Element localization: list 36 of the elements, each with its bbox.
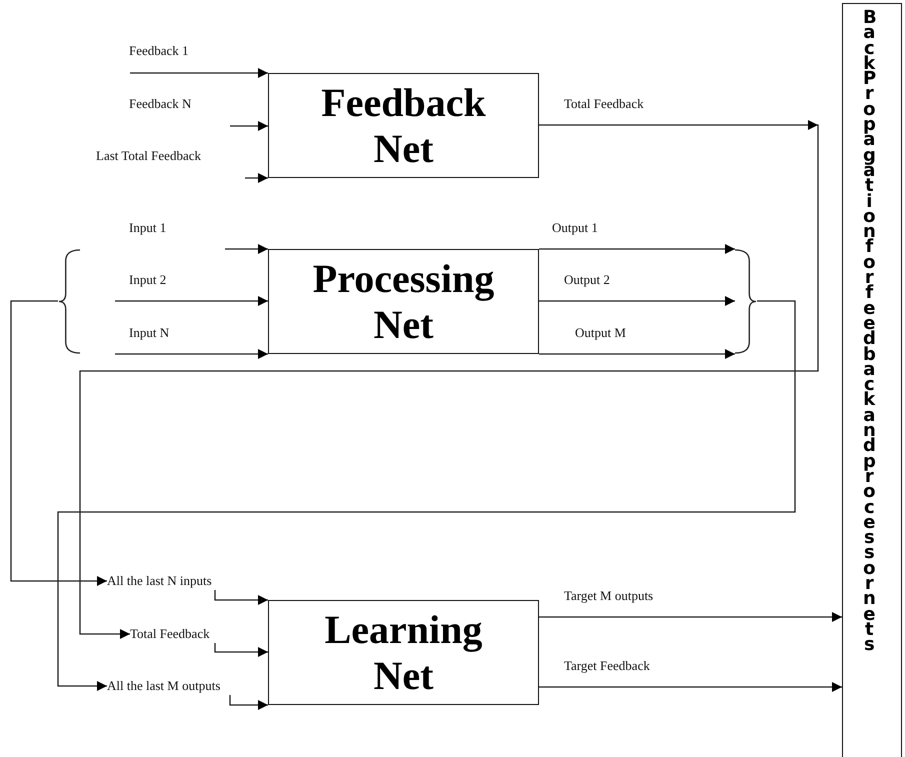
edge-label: Target Feedback: [562, 658, 652, 674]
edge-label: Output 1: [550, 220, 600, 236]
arrow: [214, 590, 268, 605]
box-title: Learning Net: [324, 606, 484, 698]
arrow: [115, 296, 268, 306]
brace: [58, 249, 80, 354]
edge-label: Output M: [573, 325, 628, 341]
arrow: [229, 695, 268, 710]
arrow: [57, 300, 796, 691]
arrow: [230, 121, 268, 131]
arrow: [130, 68, 268, 78]
arrow: [214, 643, 268, 657]
vertical-title: BackPropagation for feedback and processor nets: [863, 10, 876, 652]
process-box: [268, 73, 539, 178]
arrow: [539, 244, 735, 254]
arrow: [539, 349, 735, 359]
box-title: Processing Net: [312, 256, 496, 348]
arrow: [10, 300, 107, 586]
edge-label: Output 2: [562, 272, 612, 288]
edge-label: Input 1: [127, 220, 168, 236]
arrow: [539, 682, 842, 692]
signal-label: All the last M outputs: [107, 677, 267, 695]
signal-label: All the last N inputs: [107, 572, 247, 590]
process-box: [268, 249, 539, 354]
side-panel: [842, 3, 902, 757]
arrow: [245, 173, 268, 183]
arrow: [225, 244, 268, 254]
process-box: [268, 600, 539, 705]
box-title: Feedback Net: [320, 80, 487, 172]
signal-label: Total Feedback: [130, 625, 240, 643]
brace: [735, 249, 757, 354]
arrow: [539, 296, 735, 306]
arrow: [79, 124, 819, 639]
edge-label: Input 2: [127, 272, 168, 288]
arrow: [539, 612, 842, 622]
arrow: [115, 349, 268, 359]
